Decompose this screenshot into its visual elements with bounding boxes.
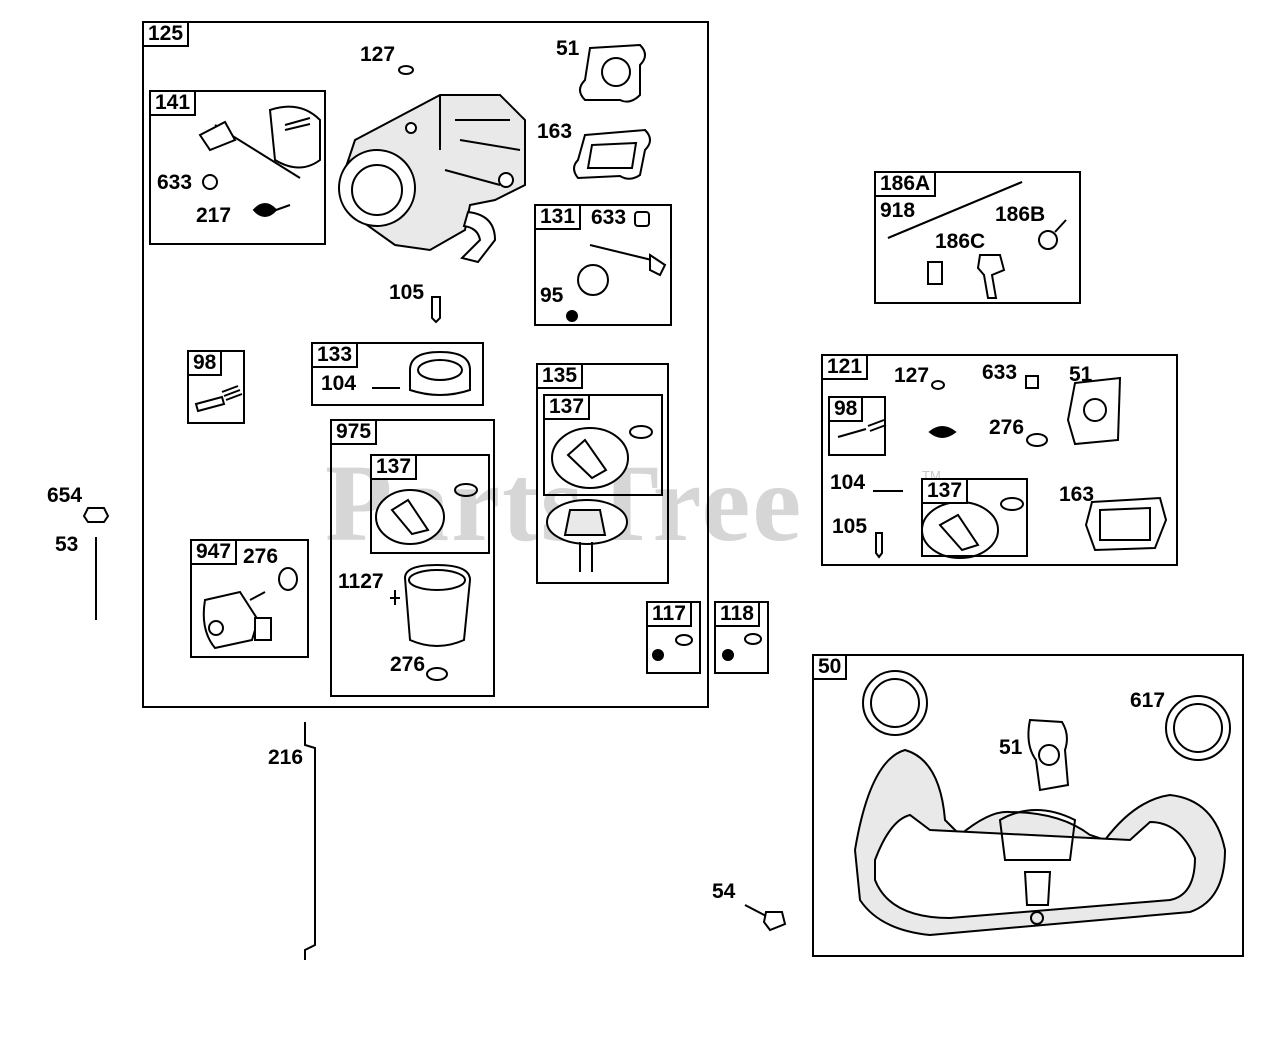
box-tag-125: 125 bbox=[144, 23, 190, 47]
assembly-box-121: 121 bbox=[821, 354, 1178, 566]
part-label-633-kit[interactable]: 633 bbox=[982, 361, 1018, 384]
part-label-104-kit[interactable]: 104 bbox=[830, 471, 866, 494]
assembly-box-125: 125 bbox=[142, 21, 709, 708]
box-tag-137-in-121: 137 bbox=[923, 480, 969, 504]
box-tag-947: 947 bbox=[192, 541, 238, 565]
part-label-51-top[interactable]: 51 bbox=[556, 37, 580, 60]
part-label-51-manifold[interactable]: 51 bbox=[999, 736, 1023, 759]
part-label-617[interactable]: 617 bbox=[1130, 689, 1166, 712]
box-tag-137-in-975: 137 bbox=[372, 456, 418, 480]
part-label-633-choke[interactable]: 633 bbox=[157, 171, 193, 194]
assembly-box-98-right: 98 bbox=[828, 396, 886, 456]
part-label-186C[interactable]: 186C bbox=[935, 230, 986, 253]
part-label-53[interactable]: 53 bbox=[55, 533, 79, 556]
part-label-54[interactable]: 54 bbox=[712, 880, 736, 903]
box-tag-118: 118 bbox=[716, 603, 760, 627]
part-label-276-solenoid[interactable]: 276 bbox=[243, 545, 279, 568]
part-label-654[interactable]: 654 bbox=[47, 484, 83, 507]
box-tag-975: 975 bbox=[332, 421, 378, 445]
carburetor-body-drawing bbox=[338, 94, 526, 264]
assembly-box-141: 141 bbox=[149, 90, 326, 245]
part-label-217[interactable]: 217 bbox=[196, 204, 232, 227]
box-tag-141: 141 bbox=[151, 92, 197, 116]
part-label-186B[interactable]: 186B bbox=[995, 203, 1046, 226]
assembly-box-133: 133 bbox=[311, 342, 484, 406]
part-label-918[interactable]: 918 bbox=[880, 199, 916, 222]
part-label-105-kit[interactable]: 105 bbox=[832, 515, 868, 538]
box-tag-186A: 186A bbox=[876, 173, 937, 197]
assembly-box-975: 975 bbox=[330, 419, 495, 697]
assembly-box-118: 118 bbox=[714, 601, 769, 674]
part-label-127-kit[interactable]: 127 bbox=[894, 364, 930, 387]
assembly-box-137-in-121: 137 bbox=[921, 478, 1028, 557]
assembly-box-131: 131 bbox=[534, 204, 672, 326]
part-label-276-bowl[interactable]: 276 bbox=[390, 653, 426, 676]
part-label-104-left[interactable]: 104 bbox=[321, 372, 357, 395]
assembly-box-137-in-975: 137 bbox=[370, 454, 490, 554]
part-label-95[interactable]: 95 bbox=[540, 284, 564, 307]
box-tag-98-left: 98 bbox=[189, 352, 223, 376]
intake-manifold-drawing bbox=[853, 670, 1231, 937]
part-label-1127[interactable]: 1127 bbox=[338, 570, 384, 593]
assembly-box-135: 135 bbox=[536, 363, 669, 584]
box-tag-117: 117 bbox=[648, 603, 692, 627]
part-label-127-top[interactable]: 127 bbox=[360, 43, 396, 66]
assembly-box-947: 947 bbox=[190, 539, 309, 658]
assembly-box-98-left: 98 bbox=[187, 350, 245, 424]
assembly-box-117: 117 bbox=[646, 601, 701, 674]
box-tag-98-right: 98 bbox=[830, 398, 864, 422]
assembly-box-186A: 186A bbox=[874, 171, 1081, 304]
part-label-51-kit[interactable]: 51 bbox=[1069, 363, 1093, 386]
part-label-105-top[interactable]: 105 bbox=[389, 281, 425, 304]
box-tag-137-in-135: 137 bbox=[545, 396, 591, 420]
part-label-216[interactable]: 216 bbox=[268, 746, 304, 769]
box-tag-121: 121 bbox=[823, 356, 869, 380]
assembly-box-137-in-135: 137 bbox=[543, 394, 663, 496]
part-label-163-top[interactable]: 163 bbox=[537, 120, 573, 143]
diaphragm-drawings bbox=[375, 425, 1024, 559]
part-label-633-throttle[interactable]: 633 bbox=[591, 206, 627, 229]
box-tag-50: 50 bbox=[814, 656, 848, 680]
box-tag-135: 135 bbox=[538, 365, 584, 389]
part-label-163-kit[interactable]: 163 bbox=[1059, 483, 1095, 506]
box-tag-133: 133 bbox=[313, 344, 359, 368]
assembly-box-50: 50 bbox=[812, 654, 1244, 957]
box-tag-131: 131 bbox=[536, 206, 582, 230]
part-label-276-kit[interactable]: 276 bbox=[989, 416, 1025, 439]
